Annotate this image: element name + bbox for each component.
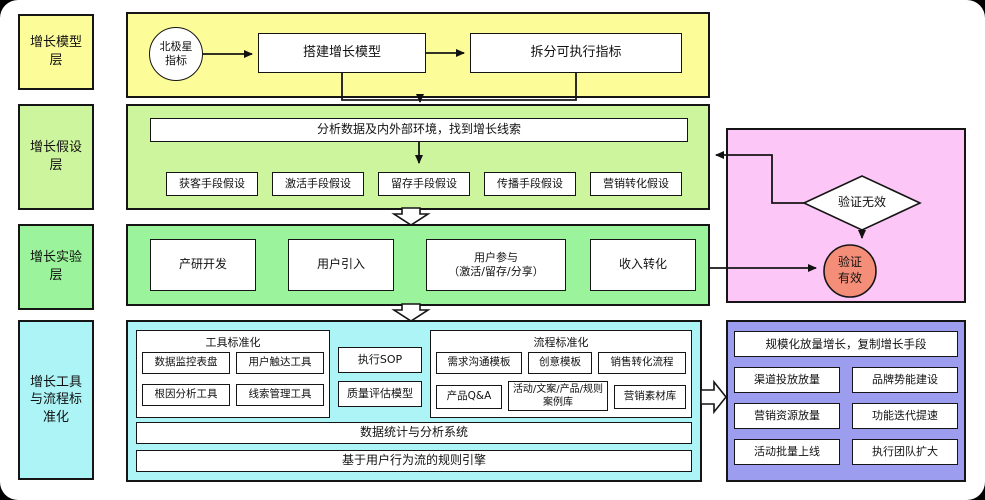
scale-box-batch-campaign: 活动批量上线	[734, 439, 840, 465]
hypothesis-box-acquisition: 获客手段假设	[166, 172, 258, 196]
scale-box-channel-spend: 渠道投放放量	[734, 367, 840, 393]
tools-group-title: 工具标准化	[205, 336, 261, 349]
quality-model-box: 质量评估模型	[338, 381, 422, 407]
validation-invalid-label: 验证无效	[837, 195, 886, 210]
block-arrow-standardization-to-scale	[700, 379, 728, 415]
process-group-title: 流程标准化	[533, 336, 589, 349]
layer-label-standardization: 增长工具与流程标准化	[18, 320, 94, 480]
split-executable-metric-box: 拆分可执行指标	[470, 33, 682, 73]
tool-box-data-dashboard: 数据监控表盘	[142, 352, 230, 374]
experiment-box-dev: 产研开发	[150, 239, 256, 291]
tool-box-user-reach: 用户触达工具	[236, 352, 324, 374]
process-box-sales-conversion: 销售转化流程	[598, 352, 686, 374]
process-box-product-qa: 产品Q&A	[436, 385, 502, 409]
experiment-box-revenue: 收入转化	[590, 239, 696, 291]
scale-box-marketing-resources: 营销资源放量	[734, 403, 840, 429]
hypothesis-box-activation: 激活手段假设	[272, 172, 364, 196]
layer-label-model: 增长模型层	[18, 14, 94, 90]
process-box-creative-template: 创意模板	[528, 352, 592, 374]
hypothesis-box-conversion: 营销转化假设	[590, 172, 682, 196]
sop-box: 执行SOP	[338, 347, 422, 373]
experiment-box-user-participation: 用户参与 （激活/留存/分享）	[426, 239, 566, 291]
scale-box-brand-building: 品牌势能建设	[852, 367, 958, 393]
scale-up-title-box: 规模化放量增长，复制增长手段	[734, 331, 958, 357]
hypothesis-box-referral: 传播手段假设	[484, 172, 576, 196]
north-star-metric-circle: 北极星 指标	[149, 27, 203, 81]
layer-label-experiment: 增长实验层	[18, 224, 94, 310]
process-box-case-library: 活动/文案/产品/规则案例库	[508, 381, 608, 411]
system-bar-rule-engine: 基于用户行为流的规则引擎	[136, 450, 692, 472]
block-arrow-experiment-to-standardization	[391, 303, 431, 322]
hypothesis-box-retention: 留存手段假设	[378, 172, 470, 196]
tool-box-root-cause: 根因分析工具	[142, 384, 230, 406]
experiment-box-user-acquisition: 用户引入	[288, 239, 394, 291]
validation-valid-label: 验证 有效	[837, 255, 862, 285]
tool-box-lead-management: 线索管理工具	[236, 384, 324, 406]
build-growth-model-box: 搭建增长模型	[258, 33, 426, 73]
process-box-requirement-template: 需求沟通模板	[436, 352, 522, 374]
scale-box-team-expansion: 执行团队扩大	[852, 439, 958, 465]
scale-box-feature-iteration: 功能迭代提速	[852, 403, 958, 429]
process-box-marketing-material: 营销素材库	[614, 385, 686, 409]
analyze-environment-box: 分析数据及内外部环境，找到增长线索	[150, 118, 688, 142]
block-arrow-hypothesis-to-experiment	[391, 207, 431, 226]
system-bar-analytics: 数据统计与分析系统	[136, 422, 692, 444]
layer-label-hypothesis: 增长假设层	[18, 104, 94, 210]
